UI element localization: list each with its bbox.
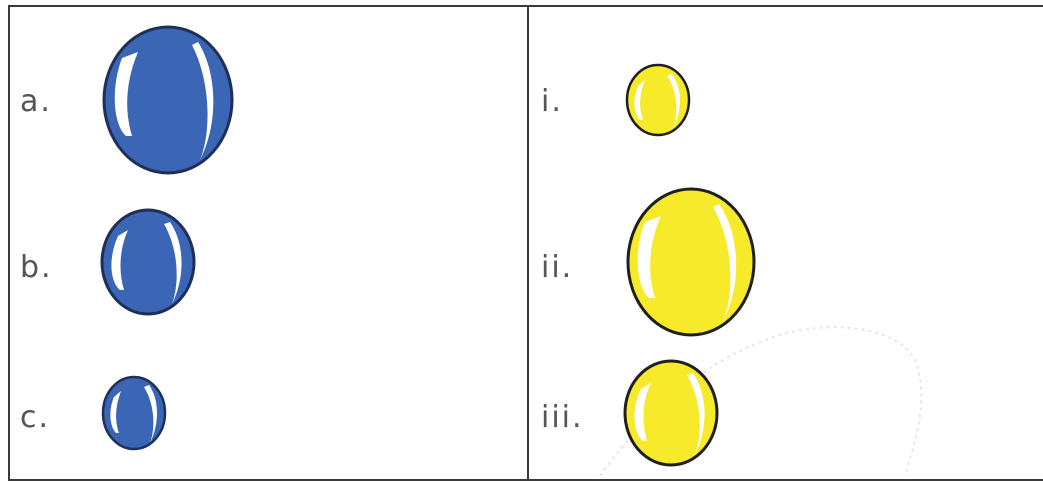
- label-i: i.: [541, 84, 563, 119]
- egg-highlight: [634, 80, 645, 120]
- egg-highlight: [114, 52, 138, 136]
- egg-highlight-right: [687, 373, 705, 455]
- egg-highlight-right: [164, 222, 182, 304]
- label-iii: iii.: [541, 400, 584, 435]
- label-a: a.: [20, 84, 52, 119]
- egg-highlight-right: [192, 42, 214, 160]
- egg-highlight: [110, 391, 121, 433]
- yellow-egg-large: [626, 187, 756, 337]
- egg-highlight-right: [713, 204, 737, 322]
- label-c: c.: [20, 400, 51, 435]
- label-b: b.: [20, 250, 53, 285]
- egg-highlight-right: [667, 74, 681, 128]
- egg-highlight-right: [144, 385, 158, 443]
- blue-egg-large: [102, 25, 234, 175]
- yellow-egg-small: [625, 63, 691, 137]
- egg-highlight: [637, 216, 661, 298]
- blue-egg-medium: [100, 208, 196, 316]
- yellow-eggs-panel: [527, 5, 1043, 481]
- blue-egg-small: [101, 375, 167, 451]
- yellow-egg-medium: [623, 359, 719, 467]
- blue-eggs-panel: [8, 5, 529, 481]
- label-ii: ii.: [541, 250, 574, 285]
- egg-highlight: [634, 383, 651, 441]
- egg-highlight: [111, 230, 128, 290]
